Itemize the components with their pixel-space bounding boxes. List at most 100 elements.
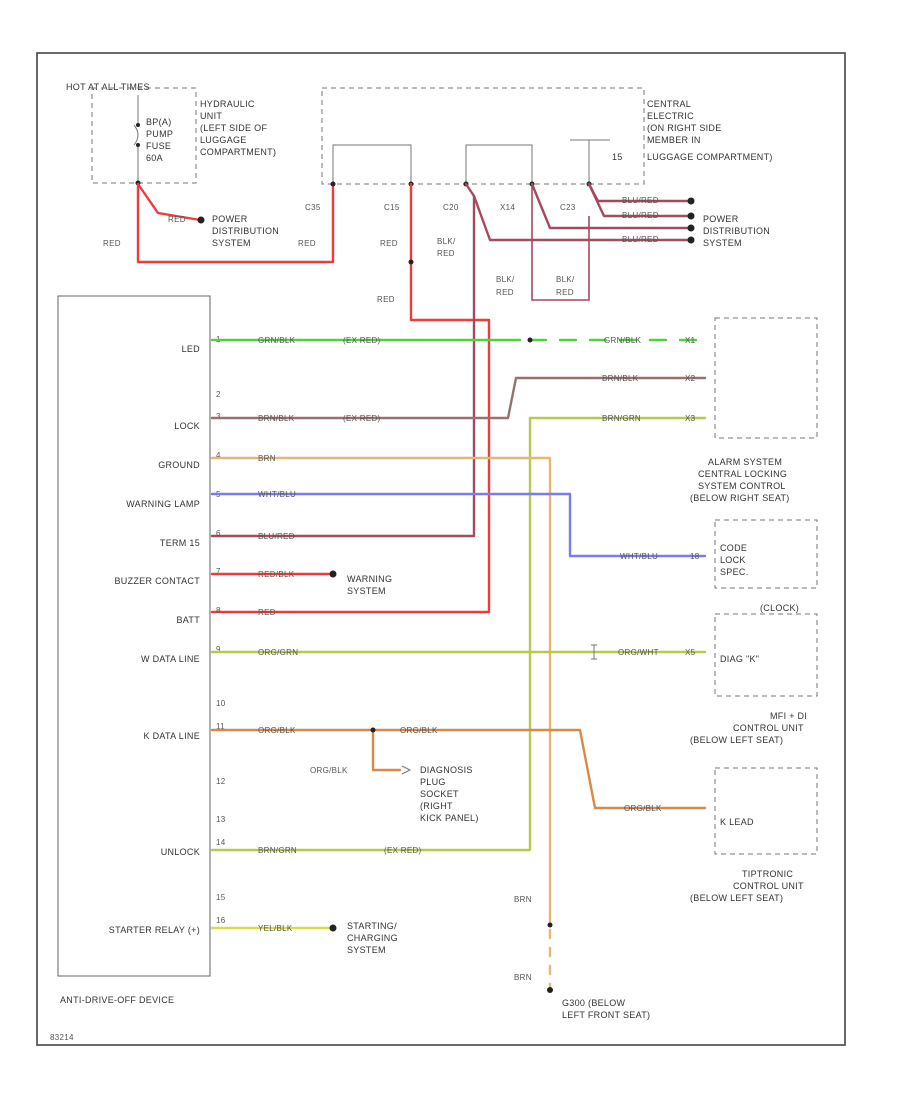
tiptronic-box — [714, 767, 818, 855]
wire-label-blured-3: BLU/RED — [622, 235, 659, 244]
device-pin-number: 13 — [216, 815, 226, 824]
wire-label-whtblu-1: WHT/BLU — [258, 490, 296, 499]
c15-splice-dot — [408, 259, 414, 265]
wire-label-blured-1: BLU/RED — [622, 196, 659, 205]
device-pin-label: LED — [182, 344, 201, 354]
wire-label-brn-2: BRN — [514, 895, 532, 904]
wire-label-brngrn-1: BRN/GRN — [258, 846, 297, 855]
fuse-label-1: BP(A) — [146, 117, 172, 127]
device-pin-number: 9 — [216, 645, 221, 654]
device-pin-number: 14 — [216, 838, 226, 847]
warning-system-label-2: SYSTEM — [347, 586, 386, 596]
device-pin-label: BUZZER CONTACT — [114, 576, 200, 586]
wire-red-fuse-c35 — [136, 182, 335, 264]
code-lock-label-1: CODE — [720, 543, 747, 553]
wire-label-orgblk-2: ORG/BLK — [400, 726, 438, 735]
wire-label-blkred-loop-1b: RED — [496, 288, 514, 297]
device-pin-number: 16 — [216, 916, 226, 925]
alarm-label-4: (BELOW RIGHT SEAT) — [690, 493, 790, 503]
wire-orgblk-k-data — [210, 728, 707, 810]
connector-x3: X3 — [685, 414, 696, 423]
wire-label-brngrn-2: BRN/GRN — [602, 414, 641, 423]
wire-label-red-top-3: RED — [298, 239, 316, 248]
wire-label-grnblk-2: GRN/BLK — [604, 336, 642, 345]
device-pin-number: 11 — [216, 722, 225, 731]
device-pin-number: 4 — [216, 451, 221, 460]
tiptronic-label-3: (BELOW LEFT SEAT) — [690, 893, 783, 903]
c35-dot — [330, 181, 336, 187]
wire-blkred-power-1 — [472, 194, 692, 242]
fuse-dot-top — [136, 123, 140, 127]
wire-label-orgwht: ORG/WHT — [618, 648, 659, 657]
hot-at-all-times-label: HOT AT ALL TIMES — [66, 82, 150, 92]
alarm-label-3: SYSTEM CONTROL — [698, 481, 786, 491]
k-data-splice-dot — [370, 727, 376, 733]
w-data-connector-mark — [591, 644, 597, 660]
wire-label-orgblk-4: ORG/BLK — [624, 804, 662, 813]
anti-drive-off-device-box — [57, 295, 211, 977]
hydraulic-unit-label-4: LUGGAGE — [200, 135, 247, 145]
hydraulic-unit-label-1: HYDRAULIC — [200, 99, 255, 109]
warning-system-dot — [329, 570, 337, 578]
power-dist-label-right-2: DISTRIBUTION — [703, 226, 770, 236]
code-lock-label-2: LOCK — [720, 555, 746, 565]
wire-label-brn-1: BRN — [258, 454, 276, 463]
power-dist-label-left-3: SYSTEM — [212, 238, 251, 248]
connector-c35: C35 — [305, 203, 321, 212]
wire-label-red-top-2: RED — [103, 239, 121, 248]
wire-label-red-batt: RED — [258, 608, 276, 617]
code-lock-box — [714, 519, 818, 589]
alarm-system-box — [714, 317, 818, 439]
wire-label-red-top-1: RED — [168, 215, 186, 224]
mfi-label-1: MFI + DI — [770, 711, 807, 721]
device-pin-number: 7 — [216, 567, 221, 576]
wire-blkred-loop — [531, 184, 590, 301]
clock-label: (CLOCK) — [760, 603, 799, 613]
device-pin-label: WARNING LAMP — [126, 499, 200, 509]
device-pin-label: LOCK — [174, 421, 200, 431]
wire-label-blkred-loop-2b: RED — [556, 288, 574, 297]
wire-label-blkred-c20-a: BLK/ — [437, 237, 456, 246]
code-lock-label-3: SPEC. — [720, 567, 749, 577]
connector-c23: C23 — [560, 203, 576, 212]
device-pin-label: BATT — [176, 615, 200, 625]
diag-plug-label-5: KICK PANEL) — [420, 813, 479, 823]
device-pin-number: 8 — [216, 606, 221, 615]
ground-g300-label-2: LEFT FRONT SEAT) — [562, 1010, 650, 1020]
hydraulic-unit-label-3: (LEFT SIDE OF — [200, 123, 267, 133]
wire-label-blured-term15: BLU/RED — [258, 532, 295, 541]
connector-18: 18 — [690, 552, 700, 561]
power-dist-label-left-2: DISTRIBUTION — [212, 226, 279, 236]
device-pin-number: 10 — [216, 699, 226, 708]
wire-brngrn-unlock — [210, 416, 707, 852]
wire-label-exred-3: (EX RED) — [384, 846, 422, 855]
device-pin-number: 6 — [216, 529, 221, 538]
wire-label-grnblk-1: GRN/BLK — [258, 336, 296, 345]
central-electric-box — [321, 87, 645, 185]
connector-x14: X14 — [500, 203, 515, 212]
figure-id: 83214 — [50, 1033, 74, 1042]
power-dist-dot-left — [197, 216, 205, 224]
connector-x5: X5 — [685, 648, 696, 657]
wire-label-blkred-c20-b: RED — [437, 249, 455, 258]
power-dist-label-right-1: POWER — [703, 214, 739, 224]
wire-blkred-c20-term15 — [210, 182, 476, 538]
wire-brnblk-lock — [210, 376, 707, 420]
device-title: ANTI-DRIVE-OFF DEVICE — [60, 995, 174, 1005]
wire-blkred-power-4 — [587, 182, 692, 203]
wire-orgblk-diag-branch — [371, 728, 402, 772]
wire-red-c15-batt — [210, 182, 491, 614]
diag-plug-label-4: (RIGHT — [420, 801, 453, 811]
starting-system-label-2: CHARGING — [347, 933, 398, 943]
wire-label-brnblk-2: BRN/BLK — [602, 374, 639, 383]
device-pin-label: STARTER RELAY (+) — [109, 925, 200, 935]
wire-blkred-power-2 — [530, 182, 692, 230]
alarm-label-2: CENTRAL LOCKING — [698, 469, 787, 479]
central-electric-label-3: (ON RIGHT SIDE — [647, 123, 722, 133]
device-pin-number: 15 — [216, 893, 226, 902]
device-pin-label: TERM 15 — [160, 538, 200, 548]
device-pin-label: GROUND — [158, 460, 200, 470]
device-pin-label: W DATA LINE — [141, 654, 200, 664]
power-dist-dot-2 — [687, 212, 695, 220]
mfi-label-3: (BELOW LEFT SEAT) — [690, 735, 783, 745]
